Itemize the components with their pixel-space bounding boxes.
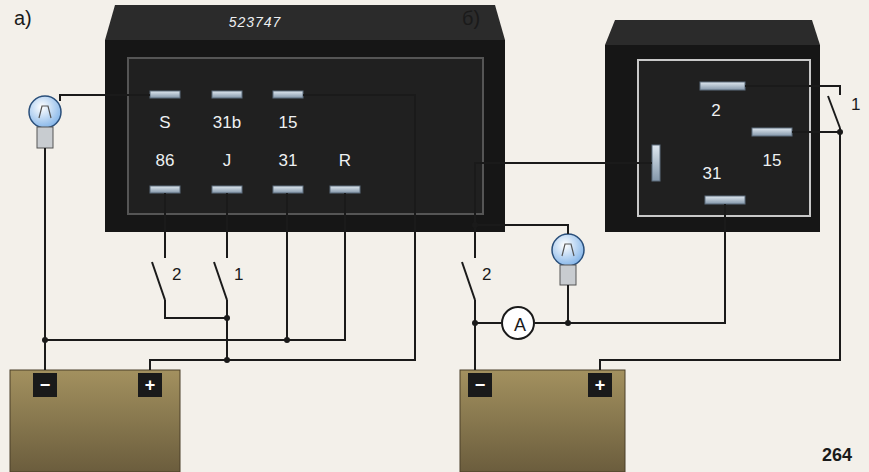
meter-symbol: A xyxy=(514,316,526,334)
figure-letter: б) xyxy=(462,8,480,28)
battery-body xyxy=(10,370,625,472)
terminal-label: 31 xyxy=(703,165,722,182)
terminal-label: R xyxy=(339,152,351,169)
terminal-label: S xyxy=(159,114,170,131)
polarity-sign: + xyxy=(595,376,606,394)
page-number: 264 xyxy=(822,446,852,464)
terminal-label: 15 xyxy=(763,152,782,169)
battery: −+ xyxy=(460,370,625,472)
polarity-sign: + xyxy=(145,376,156,394)
terminal-label: 15 xyxy=(279,114,298,131)
relay-body xyxy=(605,20,820,232)
ammeter: A xyxy=(501,306,535,340)
battery: −+ xyxy=(10,370,180,472)
terminal-pins xyxy=(652,82,792,204)
terminal-label: J xyxy=(223,152,232,169)
wire-connector xyxy=(475,323,501,370)
wire-connector xyxy=(45,232,287,370)
figure-letter: а) xyxy=(14,8,32,28)
polarity-sign: − xyxy=(40,376,51,394)
terminal-label: 31b xyxy=(213,114,241,131)
wire-connector xyxy=(150,232,415,370)
relay-housing: 523747S 31b 15 86 J 31 R xyxy=(105,5,505,232)
switch-number: 1 xyxy=(234,266,243,283)
terminal-label: 31 xyxy=(279,152,298,169)
terminal-label: 2 xyxy=(711,102,720,119)
terminal-label: 86 xyxy=(156,152,175,169)
wire xyxy=(45,86,840,370)
junction-dot xyxy=(42,129,843,363)
wire-connector xyxy=(535,232,725,323)
lamp xyxy=(552,234,584,285)
switch-number: 2 xyxy=(172,266,181,283)
terminal-label: 523747 xyxy=(229,15,282,29)
switch-number: 1 xyxy=(851,96,860,113)
lamp xyxy=(29,96,61,148)
polarity-sign: − xyxy=(475,376,486,394)
terminal-pins xyxy=(150,91,360,193)
switch-number: 2 xyxy=(482,266,491,283)
relay-housing: 2 15 31 xyxy=(605,20,820,232)
